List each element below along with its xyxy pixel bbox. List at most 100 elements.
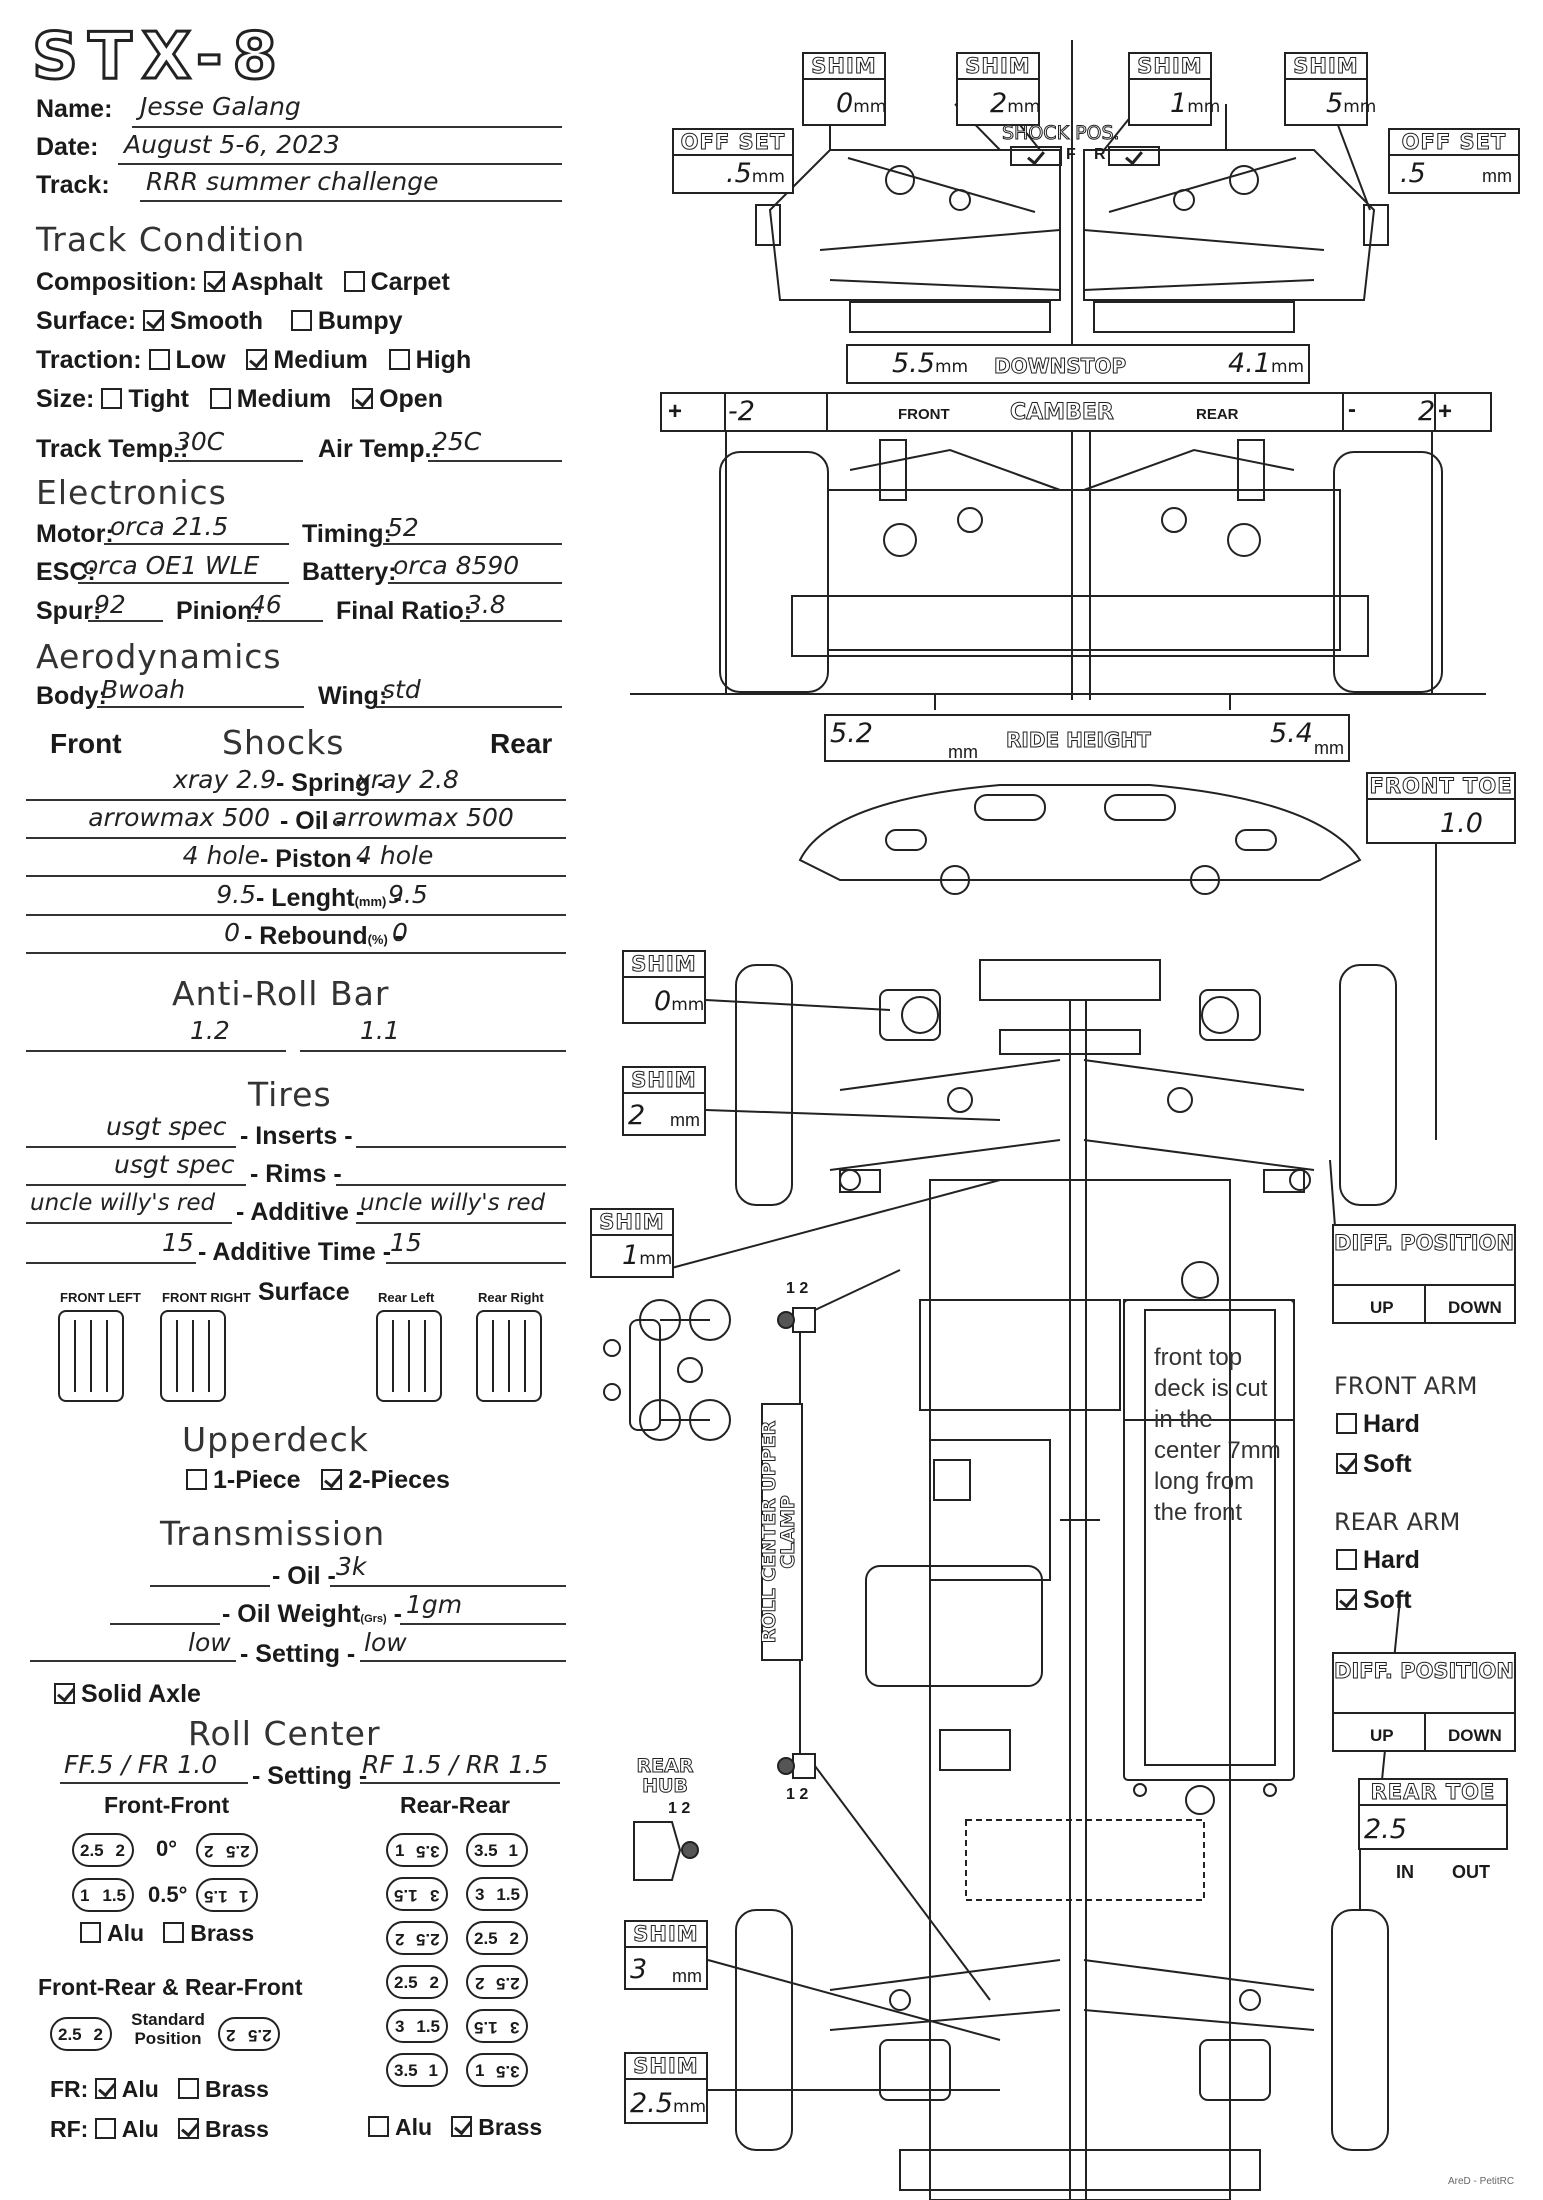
- shock-pos-front[interactable]: [1010, 146, 1062, 166]
- rc-rr-brass-checkbox[interactable]: [451, 2116, 473, 2137]
- front-arm-hard-checkbox[interactable]: [1336, 1413, 1357, 1434]
- rear-arm-soft-checkbox[interactable]: [1336, 1589, 1357, 1610]
- shim-side-2[interactable]: SHIM 1mm: [590, 1208, 674, 1278]
- shim-top-1[interactable]: SHIM 2mm: [956, 52, 1040, 126]
- traction-low-checkbox[interactable]: [148, 349, 170, 370]
- offset-right[interactable]: OFF SET .5 mm: [1388, 128, 1520, 194]
- ratio-value[interactable]: 3.8: [466, 590, 506, 619]
- tire-rr-surface[interactable]: [476, 1310, 542, 1402]
- pinion-value[interactable]: 46: [250, 590, 282, 619]
- rc-setting-front[interactable]: FF.5 / FR 1.0: [64, 1750, 218, 1779]
- spur-value[interactable]: 92: [94, 590, 126, 619]
- tire-rl-surface[interactable]: [376, 1310, 442, 1402]
- solid-axle-checkbox[interactable]: [54, 1683, 75, 1704]
- trans-setting-front[interactable]: low: [188, 1628, 231, 1657]
- front-arm-soft-checkbox[interactable]: [1336, 1453, 1357, 1474]
- tire-fl-surface[interactable]: [58, 1310, 124, 1402]
- tire-rr-label: Rear Right: [478, 1290, 544, 1305]
- arb-rear-value[interactable]: 1.1: [360, 1016, 400, 1045]
- tire-fr-surface[interactable]: [160, 1310, 226, 1402]
- date-value[interactable]: August 5-6, 2023: [124, 130, 340, 159]
- rear-toe-in: IN: [1396, 1862, 1414, 1882]
- shim-top-3[interactable]: SHIM 5mm: [1284, 52, 1376, 126]
- front-toe-box[interactable]: FRONT TOE 1.0: [1366, 772, 1516, 844]
- traction-medium-checkbox[interactable]: [246, 349, 268, 370]
- rear-arm-label: REAR ARM: [1334, 1508, 1461, 1536]
- shock-pos-f: F: [1066, 146, 1076, 163]
- size-open-checkbox[interactable]: [352, 388, 374, 409]
- body-value[interactable]: Bwoah: [101, 675, 186, 704]
- shim-side-4[interactable]: SHIM 2.5mm: [624, 2052, 708, 2124]
- rc-rf-row: RF: Alu Brass: [50, 2116, 269, 2142]
- rc-rr-alu-checkbox[interactable]: [368, 2116, 389, 2137]
- battery-value[interactable]: orca 8590: [393, 551, 520, 580]
- shock-row-oil: arrowmax 500 - Oil - arrowmax 500: [26, 803, 566, 841]
- shim-top-0[interactable]: SHIM 0mm: [802, 52, 886, 126]
- asphalt-checkbox[interactable]: [204, 271, 226, 292]
- rc-rf-brass-checkbox[interactable]: [177, 2118, 199, 2139]
- trans-setting-rear[interactable]: low: [364, 1628, 407, 1657]
- camber-box[interactable]: + -2 FRONT CAMBER REAR - 2 +: [660, 392, 1492, 432]
- shim-side-0[interactable]: SHIM 0mm: [622, 950, 706, 1024]
- ride-height-box[interactable]: 5.2 mm RIDE HEIGHT 5.4 mm: [824, 714, 1350, 762]
- upperdeck-1piece-checkbox[interactable]: [186, 1469, 207, 1490]
- shock-row-rebound: 0 - Rebound(%) - 0: [26, 918, 566, 956]
- offset-left[interactable]: OFF SET .5mm: [672, 128, 794, 194]
- diff-position-front[interactable]: DIFF. POSITION UP DOWN: [1332, 1224, 1516, 1324]
- rear-toe-box[interactable]: REAR TOE 2.5: [1358, 1778, 1508, 1850]
- rc-setting-rear[interactable]: RF 1.5 / RR 1.5: [362, 1750, 549, 1779]
- size-tight-checkbox[interactable]: [101, 388, 123, 409]
- arb-front-value[interactable]: 1.2: [190, 1016, 230, 1045]
- shim-side-3[interactable]: SHIM 3 mm: [624, 1920, 708, 1990]
- rc-ff-brass-checkbox[interactable]: [163, 1922, 185, 1943]
- traction-high-checkbox[interactable]: [388, 349, 410, 370]
- size-medium-checkbox[interactable]: [209, 388, 231, 409]
- trans-oil-value[interactable]: 3k: [336, 1552, 367, 1581]
- upperdeck-2pieces-checkbox[interactable]: [321, 1469, 343, 1490]
- motor-value[interactable]: orca 21.5: [110, 512, 229, 541]
- rc-rf-alu-checkbox[interactable]: [94, 2118, 116, 2139]
- rc-standard-position: Standard Position: [131, 2010, 205, 2048]
- diff-position-rear[interactable]: DIFF. POSITION UP DOWN: [1332, 1652, 1516, 1752]
- rc-fr-brass-checkbox[interactable]: [177, 2078, 199, 2099]
- setup-note[interactable]: front top deck is cut in the center 7mm …: [1154, 1344, 1281, 1526]
- trans-weight-value[interactable]: 1gm: [406, 1590, 463, 1619]
- track-temp-value[interactable]: 30C: [175, 427, 225, 456]
- rc-fr-alu-checkbox[interactable]: [94, 2078, 116, 2099]
- timing-value[interactable]: 52: [387, 513, 419, 542]
- rear-arm-hard-checkbox[interactable]: [1336, 1549, 1357, 1570]
- track-value[interactable]: RRR summer challenge: [146, 167, 439, 196]
- smooth-checkbox[interactable]: [143, 310, 164, 331]
- air-temp-value[interactable]: 25C: [432, 427, 482, 456]
- carpet-checkbox[interactable]: [343, 271, 365, 292]
- name-value[interactable]: Jesse Galang: [140, 92, 301, 121]
- rear-arm-hard: Hard: [1336, 1546, 1420, 1575]
- shim-side-1[interactable]: SHIM 2 mm: [622, 1066, 706, 1136]
- shim-top-2[interactable]: SHIM 1mm: [1128, 52, 1220, 126]
- rc-ff-alu-checkbox[interactable]: [80, 1922, 101, 1943]
- wing-value[interactable]: std: [382, 675, 421, 704]
- esc-value[interactable]: orca OE1 WLE: [83, 551, 260, 580]
- downstop-box[interactable]: 5.5mm DOWNSTOP 4.1mm: [846, 344, 1310, 384]
- roll-center-title: Roll Center: [188, 1714, 381, 1753]
- bumpy-checkbox[interactable]: [290, 310, 312, 331]
- shock-pos-rear[interactable]: [1108, 146, 1160, 166]
